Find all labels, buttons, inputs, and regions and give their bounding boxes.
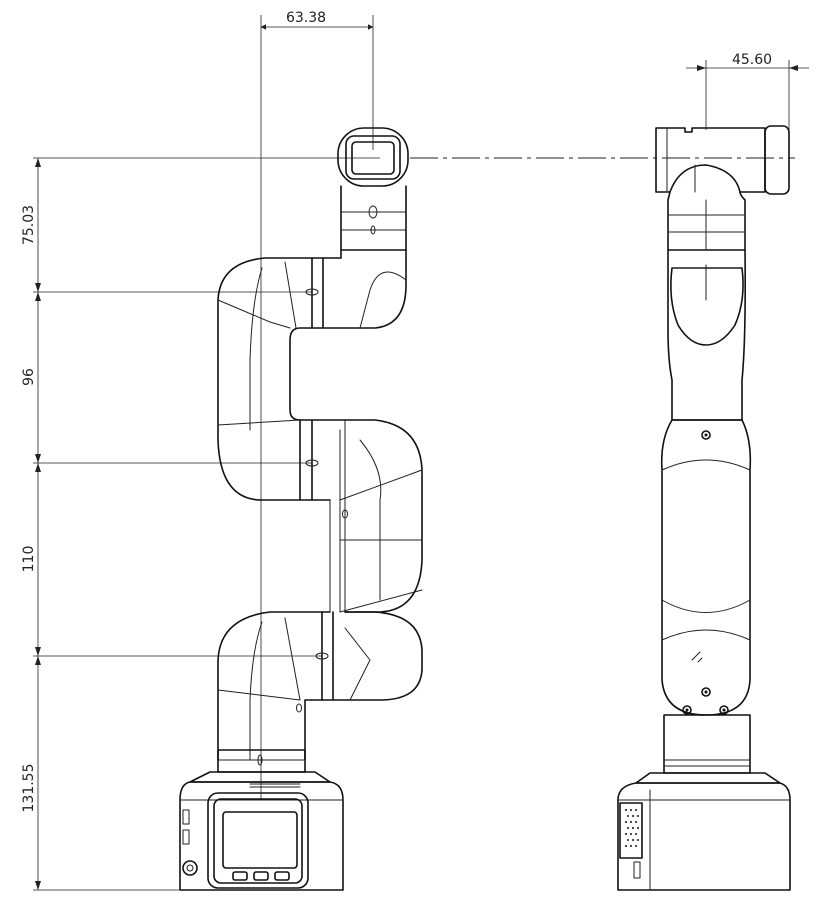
base-screen-bezel bbox=[207, 792, 309, 889]
side-screw-bottom bbox=[701, 687, 711, 697]
front-head-flange bbox=[337, 127, 409, 251]
base-button-2 bbox=[253, 871, 269, 881]
dimension-annotations: 63.38 45.60 bbox=[21, 10, 809, 891]
side-port-slot bbox=[633, 861, 641, 879]
side-screw-top bbox=[701, 430, 711, 440]
front-base-joint bbox=[217, 749, 306, 773]
side-lower-link bbox=[660, 419, 752, 716]
front-base-box bbox=[179, 771, 344, 891]
base-power-jack bbox=[182, 860, 198, 876]
front-lower-elbow bbox=[217, 611, 423, 761]
base-button-3 bbox=[274, 871, 290, 881]
side-upper-joint bbox=[667, 191, 746, 301]
side-head bbox=[655, 125, 790, 195]
dimension-label-side-offset: 45.60 bbox=[732, 52, 772, 68]
base-port-2 bbox=[182, 829, 190, 845]
side-screw-right bbox=[719, 705, 729, 715]
front-view-robot bbox=[179, 127, 423, 891]
dimension-label-top-width: 63.38 bbox=[286, 10, 326, 26]
dimension-vertical-chain: 75.03 96 110 131.55 bbox=[21, 157, 380, 891]
side-base-joint bbox=[663, 714, 751, 774]
base-button-1 bbox=[232, 871, 248, 881]
side-upper-link bbox=[667, 249, 746, 421]
base-screen bbox=[222, 811, 298, 869]
base-port-1 bbox=[182, 809, 190, 825]
side-screw-left bbox=[682, 705, 692, 715]
side-base-box bbox=[617, 772, 791, 891]
dimension-label-segment-2: 96 bbox=[21, 368, 37, 386]
dimension-label-segment-4: 131.55 bbox=[21, 764, 37, 813]
side-vent-panel bbox=[619, 802, 643, 859]
side-vent-holes bbox=[625, 809, 639, 847]
front-upper-elbow bbox=[217, 249, 407, 501]
dimension-side-offset: 45.60 bbox=[686, 52, 809, 130]
dimension-label-segment-1: 75.03 bbox=[21, 205, 37, 245]
front-middle-link bbox=[299, 419, 423, 613]
side-view-robot bbox=[617, 125, 791, 891]
dimension-label-segment-3: 110 bbox=[21, 546, 37, 573]
